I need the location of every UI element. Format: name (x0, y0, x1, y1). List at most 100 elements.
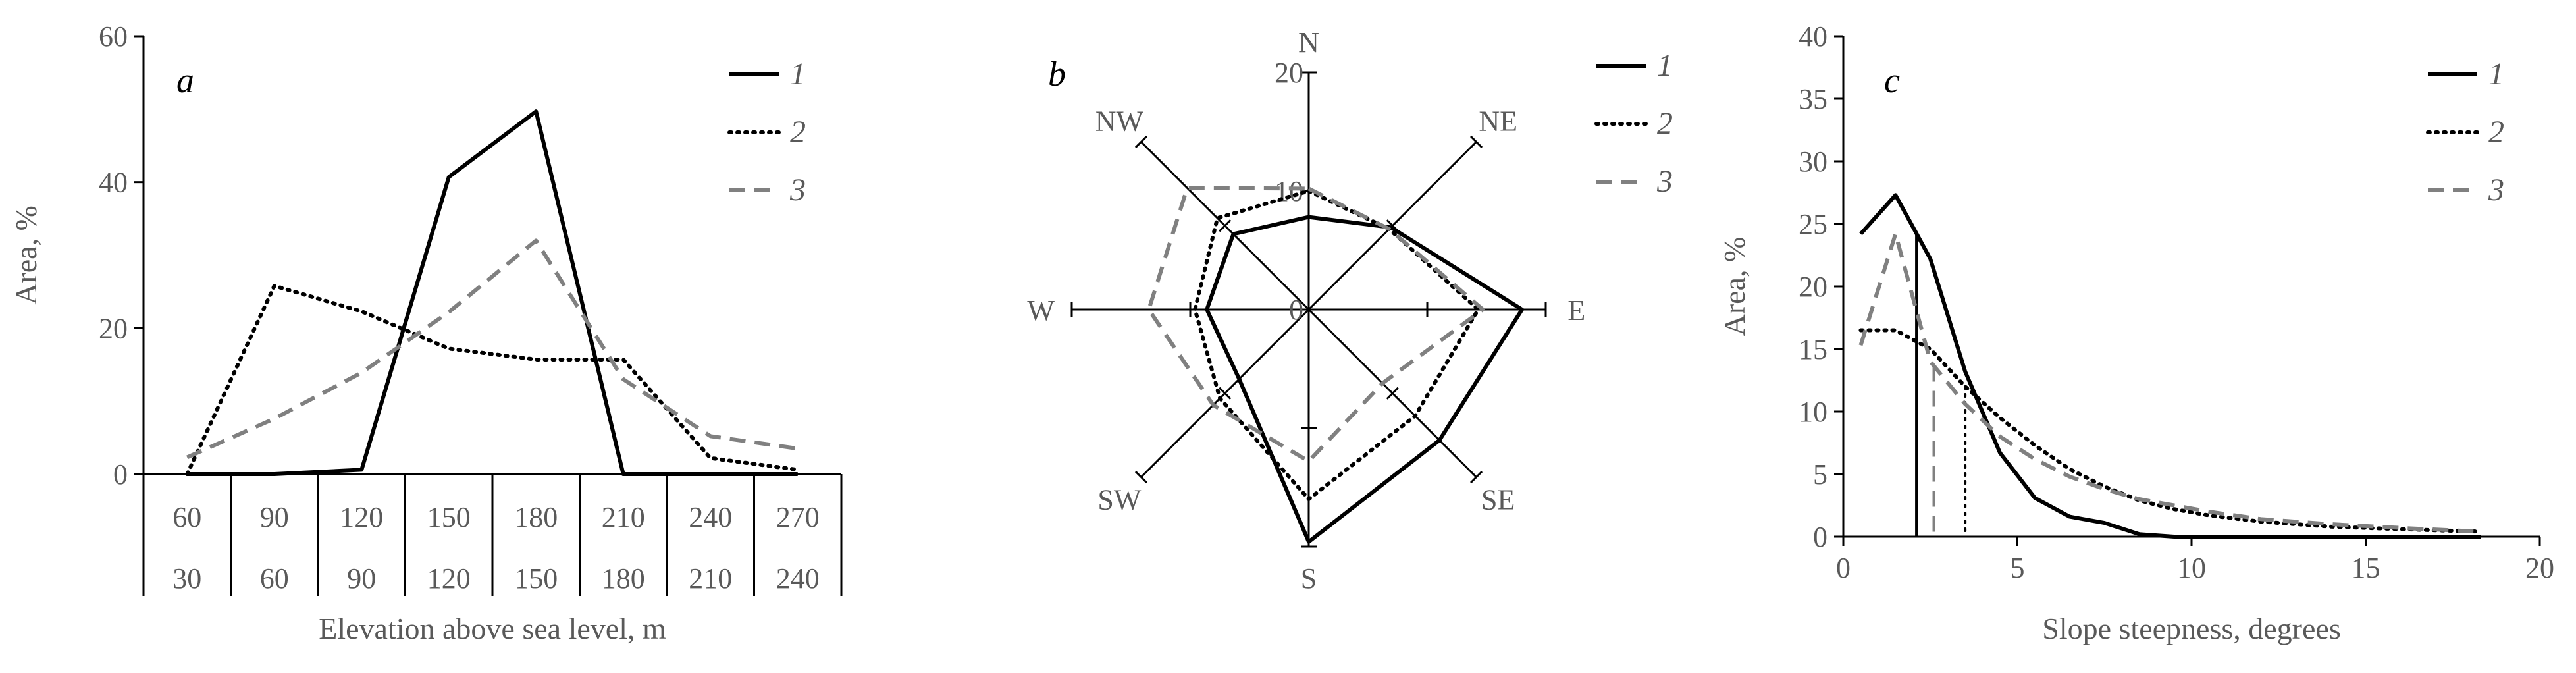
series-2-point (1307, 498, 1311, 501)
series-3-point (1186, 186, 1189, 190)
series-3-point (1481, 308, 1485, 311)
series-1-point (1438, 439, 1441, 442)
series-3-point (2138, 498, 2141, 501)
series-3-point (186, 456, 189, 459)
series-1-point (2259, 535, 2263, 539)
series-3-line (186, 238, 799, 460)
x-category-upper-label: 150 (427, 501, 471, 533)
series-3-point (2399, 526, 2402, 529)
direction-label-SE: SE (1481, 484, 1515, 516)
series-2-point (1894, 329, 1897, 332)
legend-label-1: 1 (1657, 48, 1673, 83)
series-3-point (2033, 458, 2036, 461)
x-axis-label: Slope steepness, degrees (2042, 612, 2341, 645)
y-axis-label: Area, % (1718, 237, 1751, 336)
series-3-point (2479, 530, 2483, 533)
series-1-point (2399, 535, 2402, 539)
series-1-point (1205, 308, 1209, 311)
series-3-point (1999, 435, 2002, 439)
series-3-point (447, 310, 450, 313)
series-2-point (535, 358, 538, 361)
series-3-point (1388, 227, 1391, 230)
x-tick-label: 10 (2177, 552, 2206, 584)
series-1-point (2479, 535, 2483, 539)
series-1-point (2207, 535, 2211, 539)
panel-letter-b: b (1048, 54, 1066, 94)
y-tick-label: 15 (1799, 333, 1827, 365)
series-1-point (1999, 451, 2002, 454)
series-1-point (2033, 497, 2036, 500)
series-3-point (621, 377, 625, 381)
y-tick-label: 0 (1813, 521, 1827, 553)
legend-label-1: 1 (2488, 57, 2504, 92)
series-2-point (1999, 416, 2002, 419)
series-2-point (360, 310, 363, 313)
series-2-point (2207, 514, 2211, 517)
x-category-lower-label: 180 (602, 562, 645, 595)
series-3-line (1858, 232, 2481, 534)
series-1-point (1232, 232, 1235, 236)
series-1-point (1964, 370, 1967, 373)
series-1-point (1894, 194, 1897, 197)
series-3-point (2172, 504, 2176, 507)
series-1-point (1859, 232, 1862, 236)
series-2-line (1858, 328, 2483, 534)
direction-label-NE: NE (1479, 105, 1517, 137)
series-3-point (1964, 402, 1967, 406)
direction-label-SW: SW (1097, 484, 1141, 516)
x-category-lower-label: 60 (260, 562, 289, 595)
series-1-point (1929, 257, 1932, 261)
x-category-upper-label: 180 (514, 501, 558, 533)
x-category-lower-label: 30 (172, 562, 201, 595)
series-2-point (1216, 217, 1219, 220)
radar-tick-mark (1134, 135, 1147, 148)
series-3-point (1147, 308, 1151, 311)
series-3-point (1381, 382, 1384, 385)
y-tick-label: 40 (1799, 20, 1827, 53)
series-1-point (2329, 535, 2332, 539)
y-tick-label: 60 (99, 20, 128, 53)
series-3-point (2068, 475, 2071, 478)
y-tick-label: 10 (1799, 396, 1827, 428)
x-category-lower-label: 90 (347, 562, 376, 595)
series-2-point (1219, 396, 1222, 400)
legend-label-3: 3 (2488, 173, 2504, 207)
y-tick-label: 25 (1799, 208, 1827, 240)
y-tick-label: 20 (1799, 271, 1827, 303)
series-1-point (360, 468, 363, 471)
series-2-point (796, 468, 799, 471)
series-1-point (2068, 515, 2071, 518)
series-3-point (535, 239, 538, 242)
series-3-point (709, 435, 712, 438)
series-3-point (2103, 487, 2106, 491)
legend-label-1: 1 (790, 57, 806, 92)
series-2-point (1964, 385, 1967, 389)
series-2-point (186, 473, 189, 476)
series-3-point (1859, 344, 1862, 347)
series-2-point (447, 347, 450, 350)
x-tick-label: 20 (2525, 552, 2554, 584)
series-1-point (2103, 522, 2106, 525)
radial-tick-label: 10 (1275, 175, 1303, 207)
x-category-upper-label: 90 (260, 501, 289, 533)
series-3-polygon (1147, 186, 1485, 464)
x-axis-label: Elevation above sea level, m (319, 612, 666, 645)
legend-label-2: 2 (2488, 115, 2504, 149)
direction-label-N: N (1298, 26, 1319, 59)
series-1-point (796, 473, 799, 476)
radar-tick-mark (1134, 471, 1147, 484)
series-1-polygon (1205, 215, 1524, 544)
direction-label-E: E (1567, 294, 1585, 327)
series-1-line (187, 109, 798, 476)
y-tick-label: 5 (1813, 458, 1827, 491)
legend-label-3: 3 (789, 173, 806, 207)
x-category-lower-label: 210 (689, 562, 732, 595)
legend-label-2: 2 (1657, 106, 1673, 141)
series-1-point (535, 110, 538, 113)
x-category-upper-label: 60 (172, 501, 201, 533)
series-2-point (1413, 414, 1417, 417)
series-3-point (796, 447, 799, 450)
x-tick-label: 15 (2352, 552, 2380, 584)
